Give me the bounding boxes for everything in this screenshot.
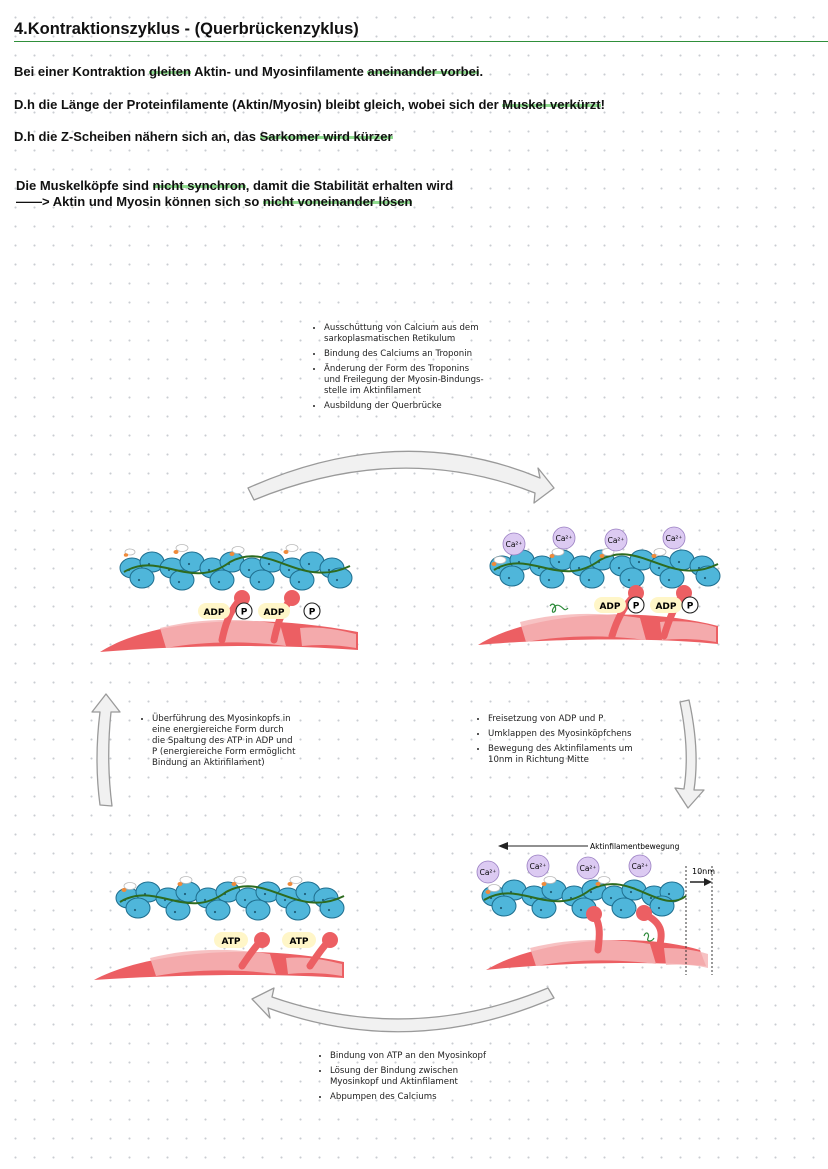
svg-text:Ca²⁺: Ca²⁺: [556, 534, 573, 543]
adp-label: ADP: [599, 602, 620, 612]
movement-arrow: [498, 842, 588, 850]
cycle-arrow-bottom: [251, 987, 555, 1033]
myosin-filament: [94, 949, 344, 980]
myosin-head: [238, 932, 270, 970]
phosphate-label: P: [687, 602, 694, 612]
highlight-nicht-loesen: nicht voneinander lösen: [262, 194, 413, 209]
adp-badge: [198, 603, 230, 619]
note-item: Bewegung des Aktinfilaments um 10nm in R…: [488, 744, 708, 766]
myosin-head: [218, 590, 250, 644]
calcium-ion: Ca²⁺: [526, 854, 550, 878]
adp-label: ADP: [655, 602, 676, 612]
calcium-ion: Ca²⁺: [662, 526, 686, 550]
myosin-filament: [486, 939, 708, 970]
note-item: Lösung der Bindung zwischen Myosinkopf u…: [330, 1066, 570, 1088]
highlight-sarkomer-kuerzer: Sarkomer wird kürzer: [259, 129, 393, 144]
cross-bridge-squiggle: [643, 932, 655, 942]
note-right: Freisetzung von ADP und P Umklappen des …: [476, 714, 708, 770]
note-item: Abpumpen des Calciums: [330, 1092, 570, 1103]
note-item: Umklappen des Myosinköpfchens: [488, 729, 708, 740]
calcium-ion: Ca²⁺: [552, 526, 576, 550]
actin-filament: [119, 544, 353, 591]
highlight-gleiten: gleiten: [149, 64, 191, 79]
intro-line-4: Die Muskelköpfe sind nicht synchron, dam…: [16, 178, 454, 193]
note-item: Bindung von ATP an den Myosinkopf: [330, 1051, 570, 1062]
atp-label: ATP: [221, 937, 240, 947]
intro-line-1: Bei einer Kontraktion gleiten Aktin- und…: [14, 64, 484, 79]
adp-label: ADP: [263, 608, 284, 618]
svg-text:Ca²⁺: Ca²⁺: [506, 540, 523, 549]
calcium-ion: Ca²⁺: [476, 860, 500, 884]
stage-atp-bound: ATP ATP: [94, 876, 345, 980]
phosphate-badge: [627, 596, 645, 614]
phosphate-label: P: [241, 608, 248, 618]
svg-text:Ca²⁺: Ca²⁺: [580, 864, 597, 873]
intro-line-5: ——> Aktin und Myosin können sich so nich…: [16, 194, 413, 209]
note-top: Ausschüttung von Calcium aus dem sarkopl…: [312, 323, 564, 416]
adp-label: ADP: [203, 608, 224, 618]
phosphate-badge: [235, 602, 253, 620]
note-bottom: Bindung von ATP an den Myosinkopf Lösung…: [318, 1051, 570, 1107]
note-item: Ausschüttung von Calcium aus dem sarkopl…: [324, 323, 564, 345]
calcium-ion: Ca²⁺: [576, 856, 600, 880]
svg-text:Ca²⁺: Ca²⁺: [666, 534, 683, 543]
actin-filament: [481, 876, 687, 919]
highlight-nicht-synchron: nicht synchron: [152, 178, 246, 193]
svg-text:Ca²⁺: Ca²⁺: [480, 868, 497, 877]
phosphate-label: P: [309, 608, 316, 618]
highlight-muskel-verkuerzt: Muskel verkürzt: [502, 97, 601, 112]
distance-marker: [685, 866, 713, 975]
phosphate-badge: [303, 602, 321, 620]
cycle-arrow-top: [247, 450, 555, 504]
actin-filament: [489, 548, 721, 589]
highlight-aneinander-vorbei: aneinander vorbei: [367, 64, 480, 79]
svg-text:Ca²⁺: Ca²⁺: [530, 862, 547, 871]
adp-badge: [650, 597, 682, 613]
atp-badge: [214, 932, 248, 948]
note-item: Ausbildung der Querbrücke: [324, 401, 564, 412]
phosphate-badge: [681, 596, 699, 614]
note-item: Bindung des Calciums an Troponin: [324, 349, 564, 360]
adp-badge: [258, 603, 290, 619]
cycle-arrow-right: [674, 699, 705, 809]
svg-text:Ca²⁺: Ca²⁺: [632, 862, 649, 871]
stage-power-stroke: Ca²⁺ Ca²⁺ Ca²⁺ Ca²⁺ Aktinfilamentbewegun…: [476, 842, 715, 975]
atp-label: ATP: [289, 937, 308, 947]
intro-line-3: D.h die Z-Scheiben nähern sich an, das S…: [14, 129, 393, 144]
note-item: Änderung der Form des Troponins und Frei…: [324, 364, 564, 397]
distance-label: 10nm: [692, 867, 715, 876]
adp-badge: [594, 597, 626, 613]
atp-badge: [282, 932, 316, 948]
phosphate-label: P: [633, 602, 640, 612]
cycle-arrow-left: [91, 693, 121, 807]
calcium-ion: Ca²⁺: [502, 532, 526, 556]
stage-energized-myosin: ADP P ADP P: [100, 544, 358, 652]
page-title: 4.Kontraktionszyklus - (Querbrückenzyklu…: [14, 20, 828, 42]
myosin-head: [306, 932, 338, 970]
calcium-ion: Ca²⁺: [604, 528, 628, 552]
stage-cross-bridge: Ca²⁺ Ca²⁺ Ca²⁺ Ca²⁺ ADP P ADP P: [478, 526, 721, 645]
movement-label: Aktinfilamentbewegung: [590, 842, 680, 851]
svg-text:Ca²⁺: Ca²⁺: [608, 536, 625, 545]
cross-bridge-squiggle: [549, 603, 569, 613]
myosin-head: [636, 905, 665, 954]
note-item: Überführung des Myosinkopfs in eine ener…: [152, 714, 372, 769]
myosin-filament: [478, 613, 718, 645]
note-left: Überführung des Myosinkopfs in eine ener…: [140, 714, 372, 773]
intro-line-2: D.h die Länge der Proteinfilamente (Akti…: [14, 97, 605, 112]
myosin-head: [586, 906, 603, 954]
calcium-ion: Ca²⁺: [628, 854, 652, 878]
note-item: Freisetzung von ADP und P: [488, 714, 708, 725]
actin-filament: [115, 876, 345, 921]
